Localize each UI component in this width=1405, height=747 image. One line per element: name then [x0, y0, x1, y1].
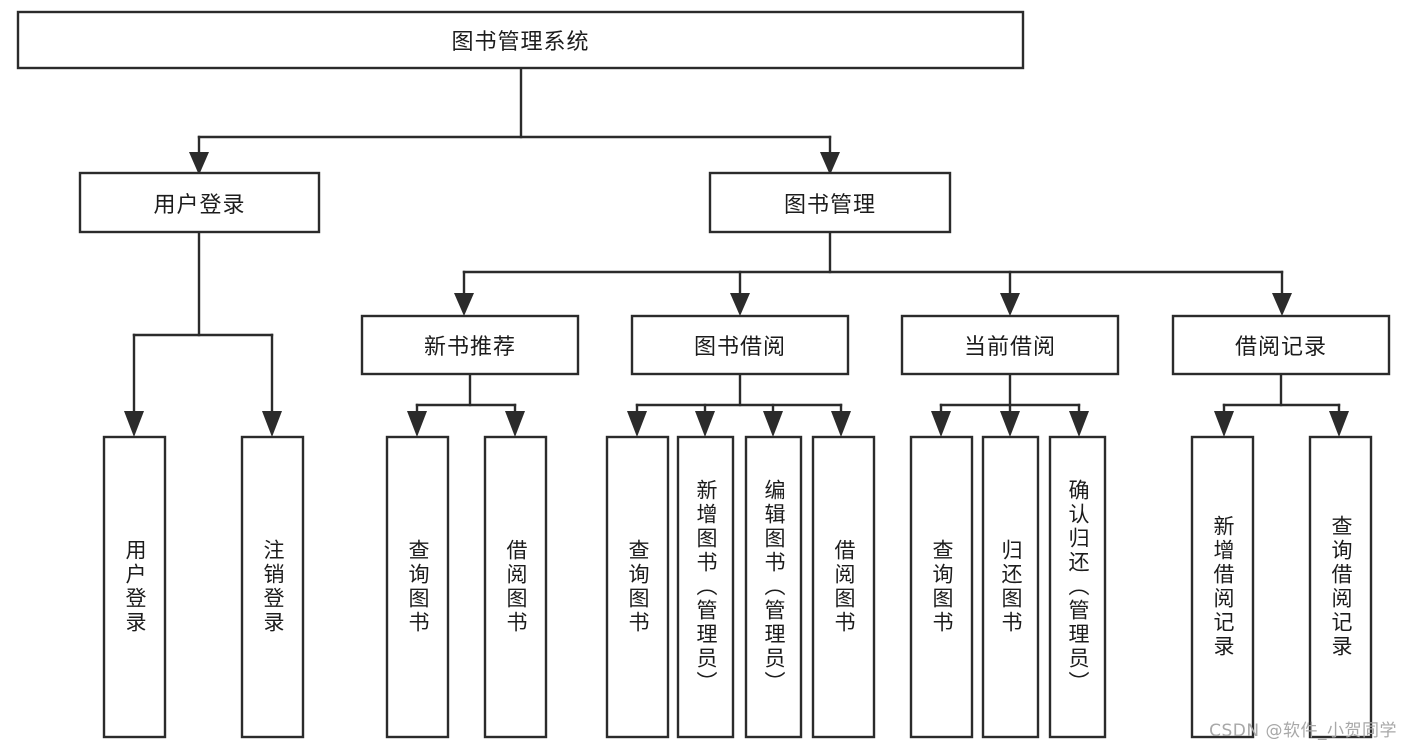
- arrowhead-leaf-query-book-3: [931, 411, 951, 437]
- arrowhead-book-borrow: [730, 293, 750, 316]
- arrowhead-borrow-record: [1272, 293, 1292, 316]
- arrowhead-current-borrow: [1000, 293, 1020, 316]
- edges-layer: [124, 66, 1349, 437]
- node-leaf-user-login[interactable]: [102, 435, 167, 739]
- node-leaf-query-borrow-record[interactable]: [1308, 435, 1373, 739]
- arrowhead-leaf-borrow-book-2: [831, 411, 851, 437]
- arrowhead-leaf-query-book-1: [407, 411, 427, 437]
- node-leaf-query-book-1[interactable]: [385, 435, 450, 739]
- node-current-borrow[interactable]: [900, 314, 1120, 376]
- node-leaf-add-borrow-record[interactable]: [1190, 435, 1255, 739]
- arrowhead-user-login: [189, 152, 209, 175]
- arrowhead-leaf-return-book: [1000, 411, 1020, 437]
- node-user-login[interactable]: [78, 171, 321, 234]
- arrowhead-leaf-add-borrow-record: [1214, 411, 1234, 437]
- node-book-borrow[interactable]: [630, 314, 850, 376]
- node-book-manage[interactable]: [708, 171, 952, 234]
- node-leaf-edit-book-admin[interactable]: [744, 435, 803, 739]
- node-root[interactable]: [16, 10, 1025, 70]
- node-leaf-query-book-3[interactable]: [909, 435, 974, 739]
- arrowhead-leaf-borrow-book-1: [505, 411, 525, 437]
- arrowhead-leaf-edit-book-admin: [763, 411, 783, 437]
- arrowhead-leaf-confirm-return-admin: [1069, 411, 1089, 437]
- arrowhead-leaf-query-borrow-record: [1329, 411, 1349, 437]
- node-leaf-borrow-book-1[interactable]: [483, 435, 548, 739]
- node-new-book-recommend[interactable]: [360, 314, 580, 376]
- arrowhead-leaf-query-book-2: [627, 411, 647, 437]
- arrowhead-leaf-logout-login: [262, 411, 282, 437]
- arrowhead-new-book-recommend: [454, 293, 474, 316]
- nodes-layer: [16, 10, 1391, 739]
- node-leaf-logout-login[interactable]: [240, 435, 305, 739]
- node-leaf-confirm-return-admin[interactable]: [1048, 435, 1107, 739]
- node-leaf-borrow-book-2[interactable]: [811, 435, 876, 739]
- arrowhead-leaf-add-book-admin: [695, 411, 715, 437]
- arrowhead-book-manage: [820, 152, 840, 175]
- node-leaf-query-book-2[interactable]: [605, 435, 670, 739]
- node-leaf-return-book[interactable]: [981, 435, 1040, 739]
- arrowhead-leaf-user-login: [124, 411, 144, 437]
- node-leaf-add-book-admin[interactable]: [676, 435, 735, 739]
- node-borrow-record[interactable]: [1171, 314, 1391, 376]
